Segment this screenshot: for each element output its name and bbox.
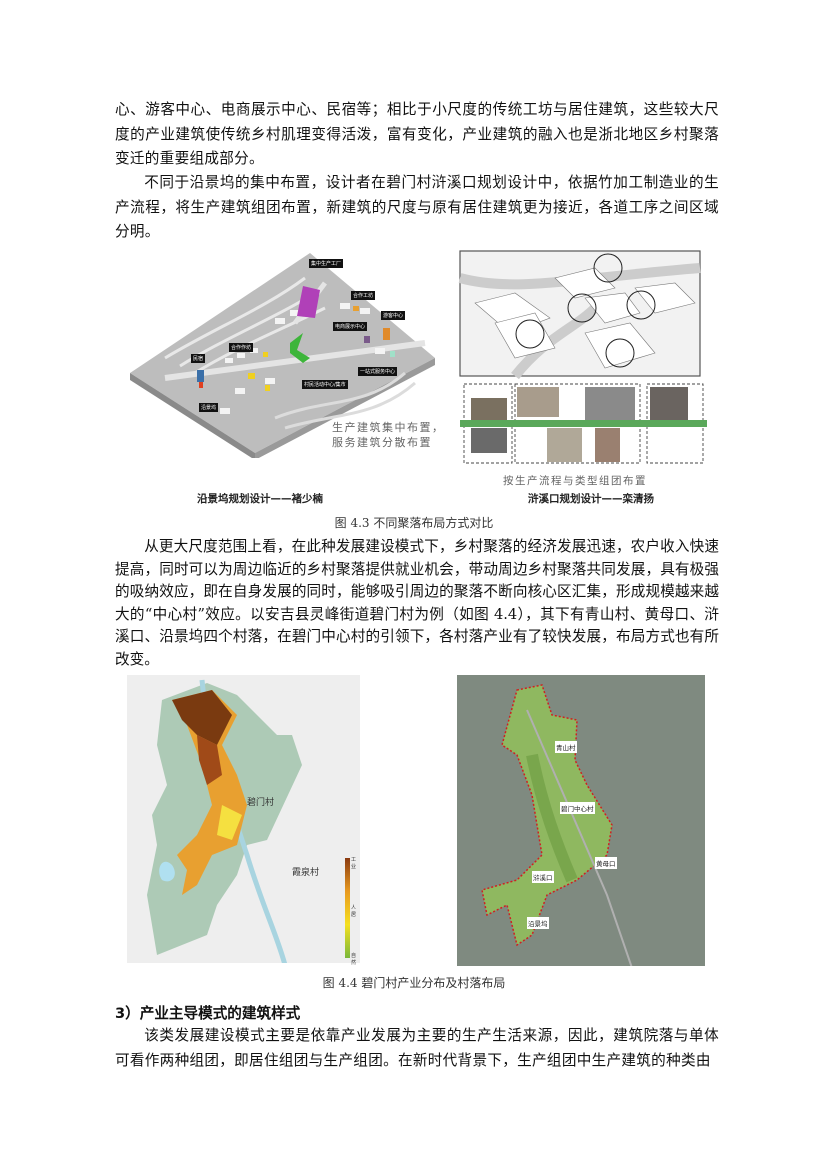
map-label-qingshan: 青山村 <box>555 741 577 753</box>
legend-label-living: 人居 <box>351 905 357 918</box>
huxikou-diagram <box>458 250 707 464</box>
figure-caption-4-3: 图 4.3 不同聚落布局方式对比 <box>334 516 494 530</box>
paragraph-industry-mode: 该类发展建设模式主要是依靠产业发展为主要的生产生活来源，因此，建筑院落与单体可看… <box>115 1027 719 1069</box>
map-label-bimen-center: 碧门中心村 <box>560 802 595 814</box>
figure-4-3-right-huxikou: 按生产流程与类型组团布置 浒溪口规划设计——栾清扬 <box>455 248 715 510</box>
layout-note: 生产建筑集中布置， 服务建筑分散布置 <box>332 421 445 449</box>
map-label-yanjingwu: 沿景坞 <box>527 917 549 929</box>
map-label-huxikou: 浒溪口 <box>532 871 554 883</box>
legend-label-industry: 工业 <box>351 857 357 870</box>
village-layout-satellite-map: 青山村 碧门中心村 黄母口 浒溪口 沿景坞 <box>457 675 705 969</box>
map-label-bimen: 碧门村 <box>247 798 275 808</box>
figure-subtitle-right: 浒溪口规划设计——栾清扬 <box>528 493 654 505</box>
map-label-huangmukou: 黄母口 <box>595 857 617 869</box>
paragraph-continued: 心、游客中心、电商展示中心、民宿等；相比于小尺度的传统工坊与居住建筑，这些较大尺… <box>115 101 719 167</box>
industry-distribution-map: 碧门村 霞泉村 工业 人居 自然 <box>127 675 360 966</box>
map-label-xiaquan: 霞泉村 <box>292 868 320 878</box>
factory-building <box>297 286 320 318</box>
paragraph-huxikou: 不同于沿景坞的集中布置，设计者在碧门村浒溪口规划设计中，依据竹加工制造业的生产流… <box>115 174 719 240</box>
figure-4-3-left-yanjingwu: 集中生产工厂 合作工坊 游客中心 电商展示中心 合作作坊 民宿 村民活动中心/集… <box>125 248 450 510</box>
process-band <box>460 420 707 427</box>
legend-color-bar <box>345 858 350 958</box>
map-tag: 民宿 <box>191 354 206 363</box>
activity-center-building <box>290 333 310 363</box>
map-tag: 沿景坞 <box>199 403 219 412</box>
map-tag: 村民活动中心/集市 <box>302 380 348 389</box>
figure-subtitle-left: 沿景坞规划设计——褚少楠 <box>197 493 323 505</box>
map-tag: 电商展示中心 <box>333 322 368 331</box>
section-heading: 3）产业主导模式的建筑样式 <box>115 1005 301 1022</box>
map-tag: 一站式服务中心 <box>358 367 398 376</box>
map-tag: 合作作坊 <box>229 343 254 352</box>
figure-caption-4-4: 图 4.4 碧门村产业分布及村落布局 <box>322 976 506 990</box>
paragraph-center-village: 从更大尺度范围上看，在此种发展建设模式下，乡村聚落的经济发展迅速，农户收入快速提… <box>115 538 719 668</box>
map-tag: 集中生产工厂 <box>309 259 344 268</box>
layout-note: 按生产流程与类型组团布置 <box>503 475 647 487</box>
map-tag: 合作工坊 <box>351 291 376 300</box>
map-tag: 游客中心 <box>381 311 406 320</box>
legend-label-nature: 自然 <box>351 953 357 966</box>
